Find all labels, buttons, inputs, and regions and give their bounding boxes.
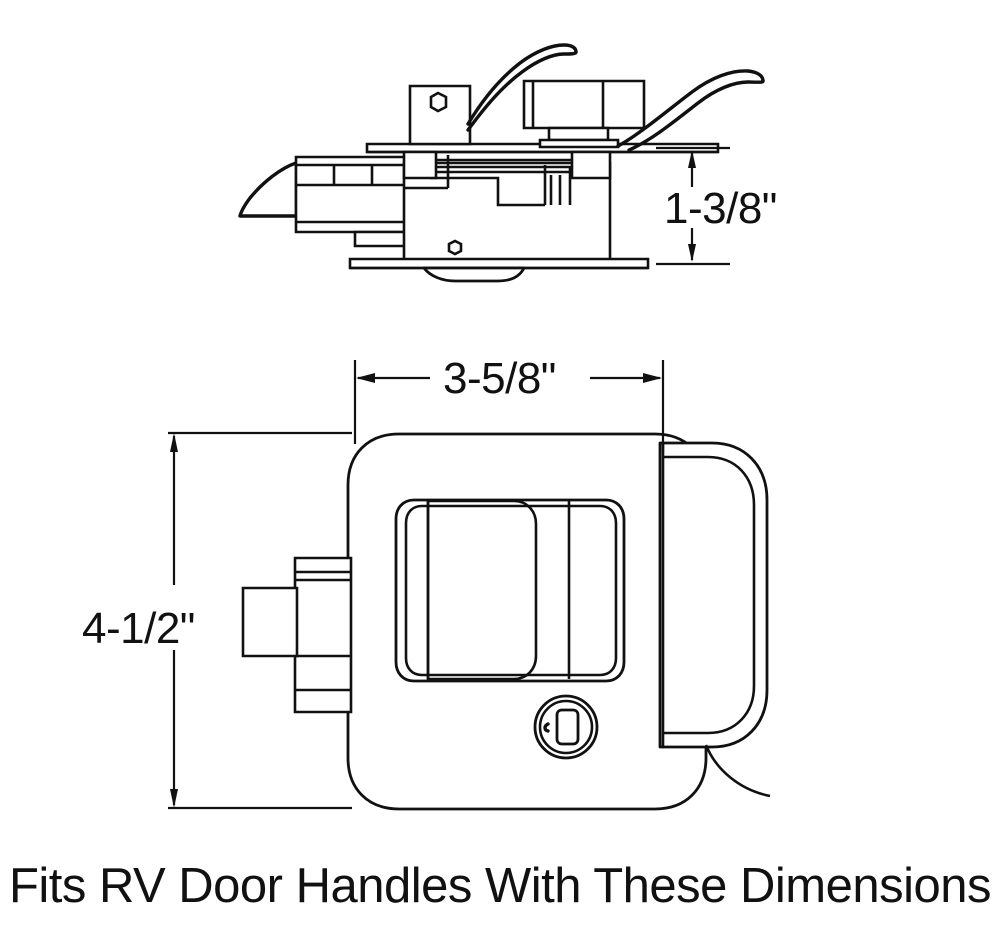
dimension-height: 4-1/2" <box>82 431 352 810</box>
dimension-height-label: 4-1/2" <box>82 604 195 653</box>
flange-collars <box>402 150 612 180</box>
dimension-width-label: 3-5/8" <box>443 354 556 403</box>
lever-arm-right <box>616 69 765 152</box>
dimension-depth-label: 1-3/8" <box>664 184 777 233</box>
latch-bolt <box>294 155 422 248</box>
latch-bolt-front <box>241 556 353 714</box>
pivot-bracket <box>408 84 472 146</box>
key-cylinder-icon <box>533 694 599 760</box>
caption-text: Fits RV Door Handles With These Dimensio… <box>9 859 991 913</box>
side-grip-handle <box>658 441 769 749</box>
cam-block <box>522 79 646 149</box>
paddle-handle <box>394 498 626 683</box>
grip-lower-sweep <box>704 744 771 798</box>
side-view: 1-3/8" <box>238 43 777 283</box>
lever-arm-upper-left <box>466 43 578 132</box>
backing-plate <box>348 257 650 283</box>
dimension-width: 3-5/8" <box>353 354 665 452</box>
dimension-depth: 1-3/8" <box>656 146 777 266</box>
front-view: 3-5/8" 4-1/2" <box>82 354 771 811</box>
